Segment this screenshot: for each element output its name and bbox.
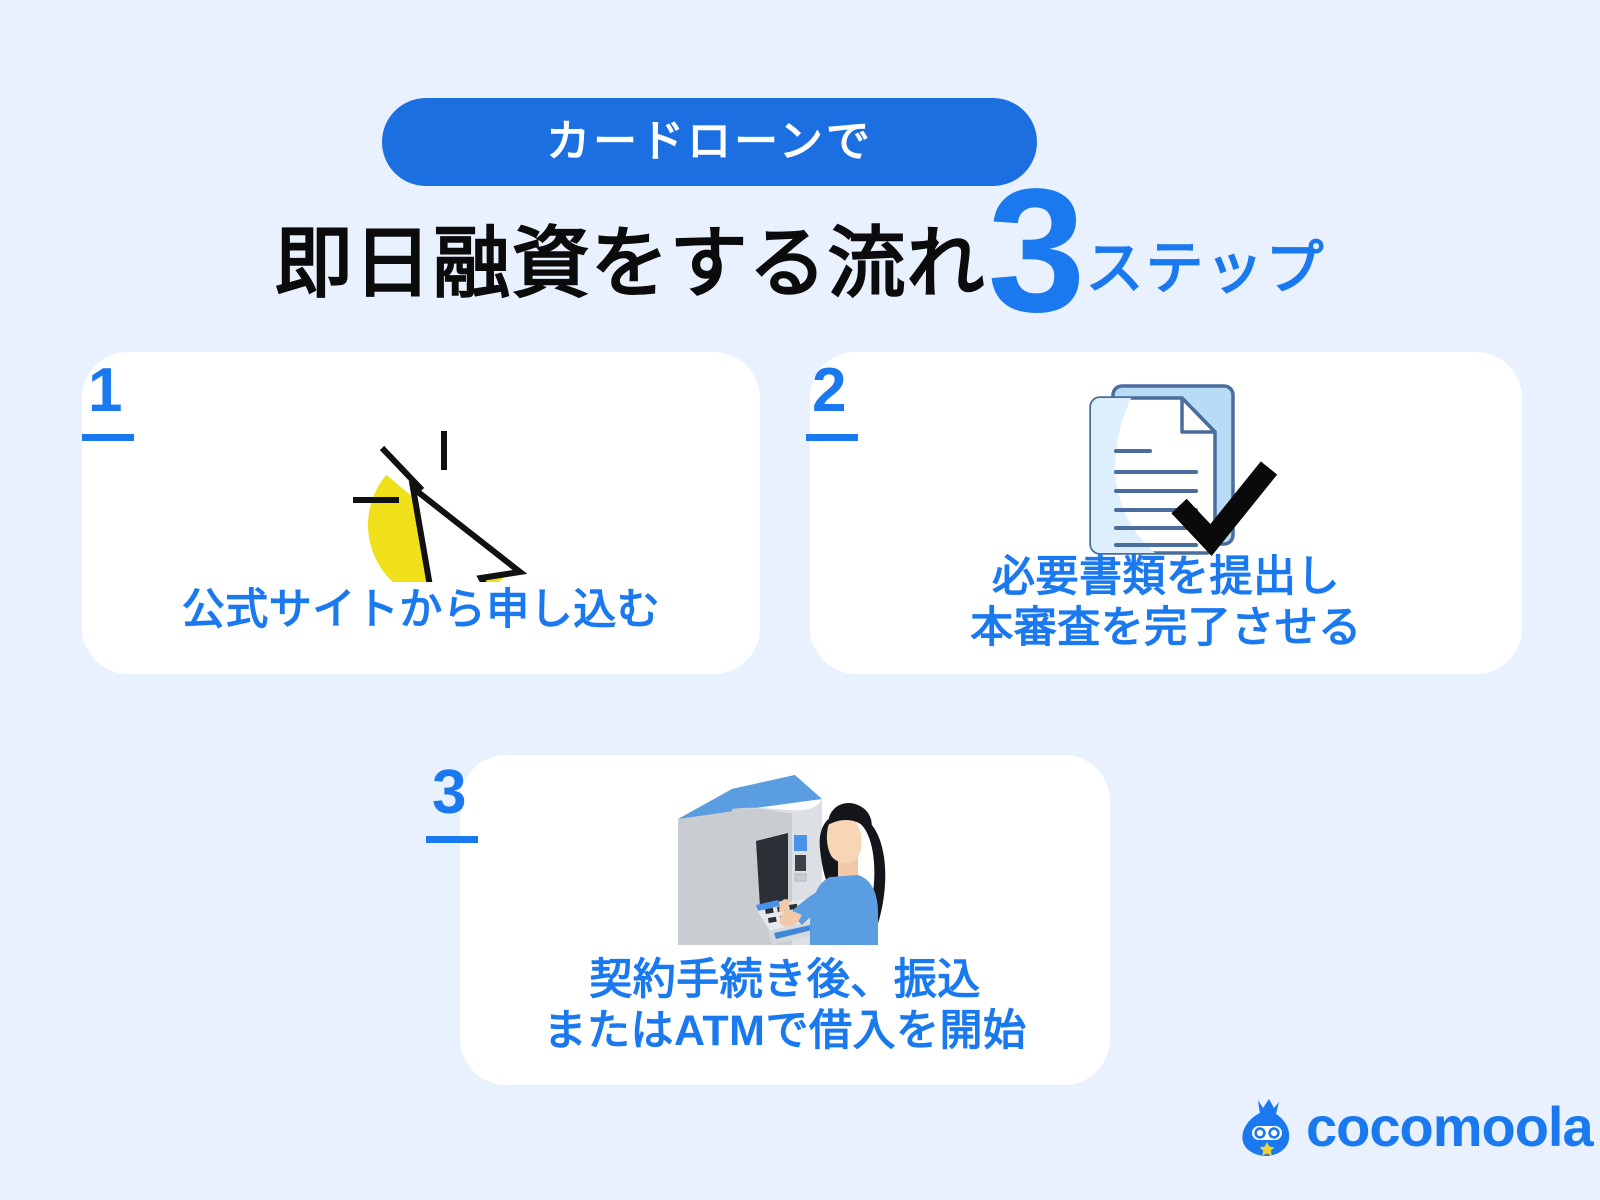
step-2-illustration xyxy=(810,376,1522,561)
document-check-icon xyxy=(1089,384,1278,556)
header-badge-label: カードローンで xyxy=(546,117,873,166)
step-3-caption-line-2: またはATMで借入を開始 xyxy=(543,1006,1027,1055)
step-3-illustration xyxy=(460,773,1110,948)
atm-person-icon xyxy=(678,775,886,945)
brand-wordmark: cocomoola xyxy=(1306,1095,1594,1158)
step-2-number: 2 xyxy=(805,356,859,441)
page-title-main: 即日融資をする流れ xyxy=(274,219,986,307)
page-title-step-count: 3 xyxy=(987,152,1086,349)
header: カードローンで 即日融資をする流れ 3 ステップ xyxy=(0,0,1600,339)
step-1-caption-line-1: 公式サイトから申し込む xyxy=(181,586,661,634)
step-1-number: 1 xyxy=(81,356,135,441)
money-bag-mascot-icon xyxy=(1242,1099,1290,1156)
page-title-suffix: ステップ xyxy=(1085,236,1326,301)
step-card-3: 契約手続き後、振込 またはATMで借入を開始 xyxy=(460,755,1110,1085)
step-3-caption-line-1: 契約手続き後、振込 xyxy=(589,956,981,1004)
header-badge-pill: カードローンで xyxy=(382,98,1037,186)
step-1-caption: 公式サイトから申し込む xyxy=(82,585,760,636)
step-3-caption: 契約手続き後、振込 またはATMで借入を開始 xyxy=(460,955,1110,1056)
page-title: 即日融資をする流れ 3 ステップ xyxy=(0,163,1600,339)
step-2-caption-line-2: 本審査を完了させる xyxy=(970,603,1362,652)
step-card-2: 必要書類を提出し 本審査を完了させる xyxy=(810,352,1522,674)
step-3-number: 3 xyxy=(425,758,479,843)
step-card-1: 公式サイトから申し込む xyxy=(82,352,760,674)
step-2-caption-line-1: 必要書類を提出し xyxy=(992,553,1340,601)
step-2-caption: 必要書類を提出し 本審査を完了させる xyxy=(810,552,1522,653)
cursor-click-icon xyxy=(353,431,528,582)
step-1-illustration xyxy=(82,382,760,582)
brand-logo: cocomoola xyxy=(1238,1095,1594,1158)
